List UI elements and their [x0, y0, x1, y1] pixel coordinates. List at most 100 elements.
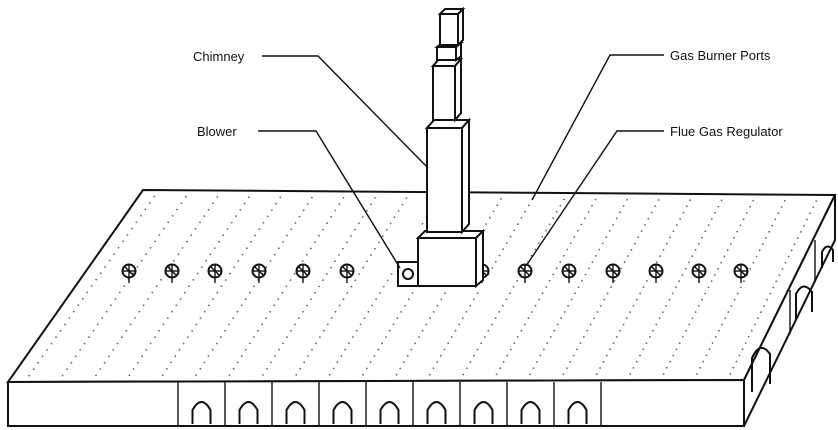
burner-port-dot — [389, 330, 391, 332]
burner-port-dot — [623, 205, 625, 207]
burner-port-dot — [343, 197, 345, 199]
burner-port-dot — [154, 241, 156, 243]
burner-port-dot — [265, 317, 267, 319]
burner-port-dot — [542, 236, 544, 238]
burner-port-dot — [262, 374, 264, 376]
burner-port-dot — [354, 229, 356, 231]
burner-port-dot — [173, 260, 175, 262]
burner-port-dot — [277, 298, 279, 300]
burner-port-dot — [559, 261, 561, 263]
burner-port-dot — [383, 286, 385, 288]
burner-port-dot — [695, 311, 697, 313]
burner-port-dot — [570, 242, 572, 244]
burner-port-dot — [563, 373, 565, 375]
burner-port-dot — [576, 349, 578, 351]
burner-port-dot — [493, 211, 495, 213]
burner-port-dot — [141, 260, 143, 262]
burner-port-dot — [314, 241, 316, 243]
burner-port-dot — [552, 217, 554, 219]
burner-port-dot — [655, 324, 657, 326]
burner-port-dot — [809, 213, 811, 215]
burner-port-dot — [145, 253, 147, 255]
burner-port-dot — [506, 242, 508, 244]
burner-port-dot — [433, 311, 435, 313]
burner-port-dot — [639, 355, 641, 357]
burner-port-dot — [166, 368, 168, 370]
burner-port-dot — [258, 228, 260, 230]
burner-port-dot — [75, 355, 77, 357]
burner-port-dot — [193, 279, 195, 281]
burner-port-dot — [623, 324, 625, 326]
burner-port-dot — [330, 267, 332, 269]
burner-port-dot — [151, 292, 153, 294]
burner-port-dot — [318, 286, 320, 288]
burner-port-dot — [560, 205, 562, 207]
burner-port-dot — [180, 298, 182, 300]
burner-port-dot — [273, 305, 275, 307]
burner-port-dot — [429, 374, 431, 376]
burner-port-dot — [224, 330, 226, 332]
burner-port-dot — [534, 249, 536, 251]
burner-port-dot — [319, 336, 321, 338]
burner-port-dot — [117, 343, 119, 345]
burner-port-dot — [753, 262, 755, 264]
burner-port-dot — [762, 243, 764, 245]
burner-port-dot — [569, 361, 571, 363]
burner-port-dot — [233, 368, 235, 370]
burner-port-dot — [676, 348, 678, 350]
burner-port-dot — [205, 260, 207, 262]
burner-port-dot — [626, 199, 628, 201]
burner-port-dot — [598, 249, 600, 251]
burner-port-dot — [246, 247, 248, 249]
burner-port-dot — [717, 268, 719, 270]
burner-port-dot — [237, 260, 239, 262]
burner-port-dot — [374, 197, 376, 199]
burner-port-dot — [637, 236, 639, 238]
burner-port-dot — [581, 224, 583, 226]
burner-port-dot — [521, 217, 523, 219]
burner-port-dot — [469, 305, 471, 307]
burner-port-dot — [806, 219, 808, 221]
burner-port-dot — [210, 254, 212, 256]
burner-port-dot — [560, 317, 562, 319]
burner-port-dot — [528, 317, 530, 319]
burner-port-dot — [185, 196, 187, 198]
burner-port-dot — [394, 216, 396, 218]
chimney-stack-side — [462, 120, 469, 232]
burner-port-dot — [253, 286, 255, 288]
burner-port-dot — [337, 361, 339, 363]
gas-burner-ports-label: Gas Burner Ports — [670, 48, 771, 63]
burner-port-dot — [425, 324, 427, 326]
burner-port-dot — [580, 342, 582, 344]
burner-port-dot — [146, 349, 148, 351]
burner-port-dot — [502, 248, 504, 250]
burner-port-dot — [779, 274, 781, 276]
burner-port-dot — [110, 304, 112, 306]
burner-port-dot — [498, 311, 500, 313]
burner-port-dot — [683, 212, 685, 214]
burner-port-dot — [633, 367, 635, 369]
burner-port-dot — [203, 215, 205, 217]
burner-port-dot — [691, 255, 693, 257]
burner-port-dot — [658, 199, 660, 201]
burner-port-dot — [702, 361, 704, 363]
burner-port-dot — [212, 202, 214, 204]
burner-port-dot — [745, 342, 747, 344]
burner-port-dot — [701, 299, 703, 301]
burner-port-dot — [760, 311, 762, 313]
burner-port-dot — [665, 305, 667, 307]
burner-port-dot — [326, 222, 328, 224]
burner-port-dot — [366, 368, 368, 370]
burner-port-dot — [557, 324, 559, 326]
burner-port-dot — [199, 368, 201, 370]
burner-port-dot — [593, 317, 595, 319]
burner-port-dot — [270, 362, 272, 364]
burner-port-dot — [147, 298, 149, 300]
chimney-leader — [262, 56, 428, 168]
burner-port-dot — [447, 342, 449, 344]
burner-port-dot — [400, 311, 402, 313]
burner-port-dot — [129, 374, 131, 376]
burner-port-dot — [144, 208, 146, 210]
burner-port-dot — [133, 368, 135, 370]
burner-port-dot — [294, 273, 296, 275]
